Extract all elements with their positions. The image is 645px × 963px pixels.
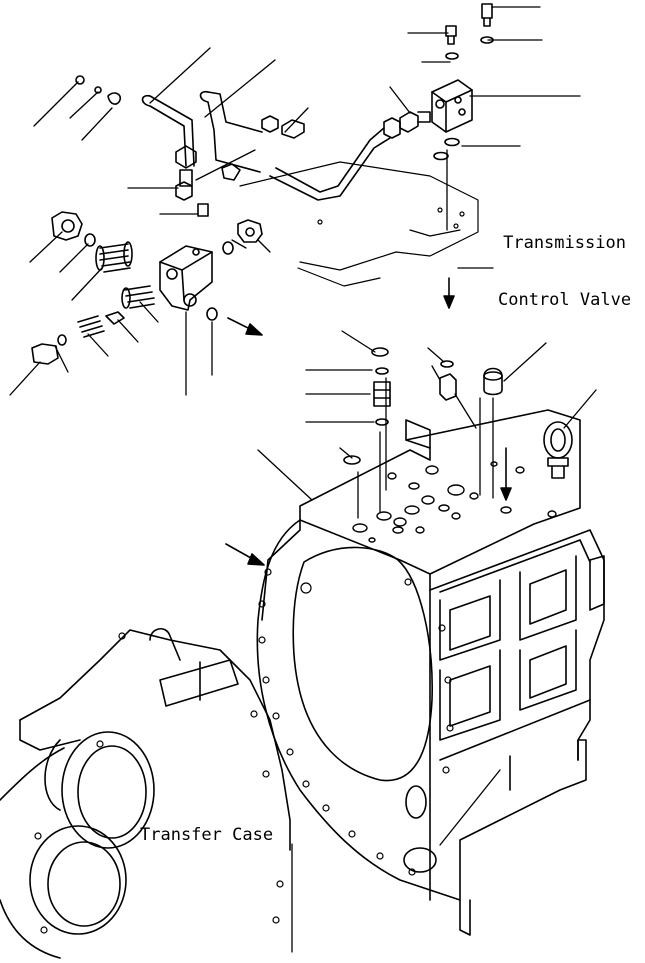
- label-line-1: Transmission: [503, 233, 626, 253]
- arrows: [226, 278, 511, 565]
- valve-plate-outline: [240, 162, 478, 286]
- transfer-case-label: Transfer Case: [140, 825, 274, 845]
- pipe-assembly: [76, 76, 400, 216]
- label-line-2: Control Valve: [498, 290, 632, 310]
- small-fittings: [344, 348, 572, 478]
- valve-block-assembly: [400, 4, 493, 160]
- check-valve-cluster: [32, 212, 262, 364]
- transmission-control-valve-label: Transmission Control Valve: [498, 196, 631, 329]
- transfer-case: [0, 629, 290, 958]
- transmission-housing: [257, 410, 604, 935]
- leader-lines: [10, 7, 596, 952]
